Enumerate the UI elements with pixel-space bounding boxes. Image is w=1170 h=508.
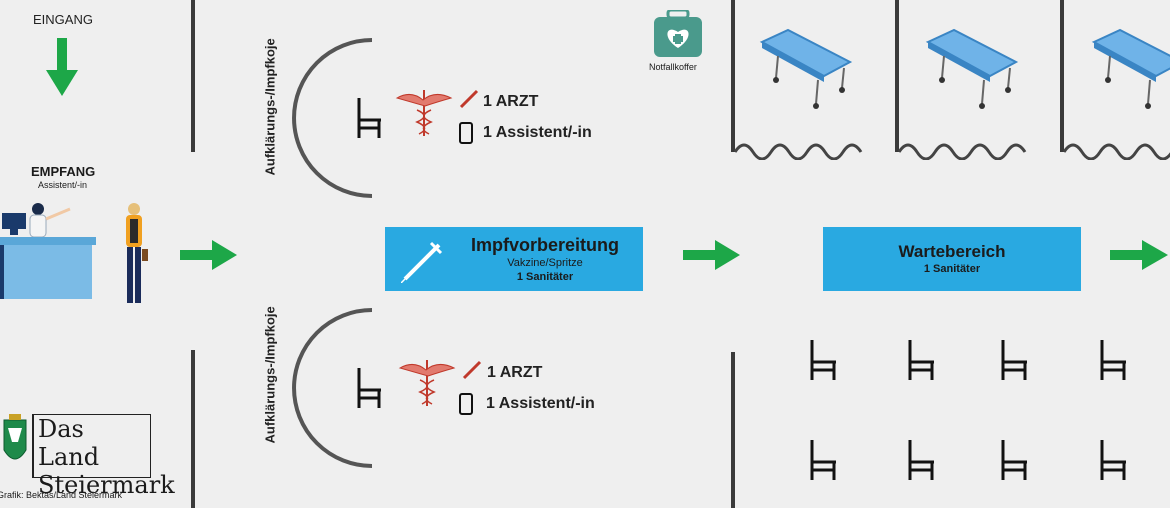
chair-icon — [1100, 340, 1126, 380]
booth-bottom-assistant: 1 Assistent/-in — [486, 395, 595, 412]
booth-bottom-curtain — [292, 308, 373, 468]
syringe-icon — [459, 89, 479, 109]
wall-bed-3-left — [1060, 0, 1064, 152]
wall-top-left — [191, 0, 195, 152]
wall-bed-2-left — [895, 0, 899, 152]
booth-top-doctor: 1 ARZT — [483, 93, 539, 110]
down-arrow-icon — [46, 38, 78, 96]
chair-icon — [1001, 440, 1027, 480]
preparation-staff: 1 Sanitäter — [516, 271, 574, 283]
caduceus-icon — [395, 90, 453, 136]
waiting-box: Wartebereich 1 Sanitäter — [823, 227, 1081, 291]
chair-icon — [810, 340, 836, 380]
preparation-title: Impfvorbereitung — [470, 235, 619, 255]
reception-title: EMPFANG — [31, 164, 96, 179]
preparation-subtitle: Vakzine/Spritze — [507, 257, 583, 269]
curtain-waves — [733, 143, 1170, 160]
caduceus-icon — [398, 360, 456, 406]
exit-arrow-icon — [1110, 240, 1168, 270]
wall-bottom-left — [191, 350, 195, 508]
logo-box: Das Land Steiermark — [32, 414, 175, 499]
emergency-kit-label: Notfallkoffer — [649, 62, 697, 72]
first-aid-kit-icon — [654, 10, 702, 57]
phone-icon — [459, 393, 473, 415]
preparation-box: Impfvorbereitung Vakzine/Spritze 1 Sanit… — [385, 227, 643, 291]
reception-desk-illustration — [0, 203, 148, 303]
coat-of-arms-icon — [3, 414, 27, 460]
logo-line-2: Steiermark — [38, 471, 175, 499]
waiting-title: Wartebereich — [898, 242, 1006, 261]
booth-top-curtain — [292, 38, 373, 198]
chair-icon — [1001, 340, 1027, 380]
stretcher-icon — [759, 28, 853, 109]
chair-icon — [1100, 440, 1126, 480]
stretcher-icon — [925, 28, 1019, 109]
wall-bottom-middle — [731, 352, 735, 508]
chair-icon — [908, 340, 934, 380]
waiting-staff: 1 Sanitäter — [923, 263, 981, 275]
syringe-icon — [462, 360, 482, 380]
entrance-label: EINGANG — [33, 12, 93, 27]
phone-icon — [459, 122, 473, 144]
credit-text: Grafik: Bektas/Land Steiermark — [0, 490, 123, 500]
logo-line-1: Das Land — [38, 415, 100, 471]
chair-icon — [357, 98, 381, 138]
booth-top-assistant: 1 Assistent/-in — [483, 124, 592, 141]
right-arrow-icon — [683, 240, 740, 270]
chair-icon — [810, 440, 836, 480]
chair-icon — [357, 368, 381, 408]
right-arrow-icon — [180, 240, 237, 270]
reception-subtitle: Assistent/-in — [38, 180, 88, 190]
wall-bed-1-left — [731, 0, 735, 152]
booth-bottom-label: Aufklärungs-/Impfkoje — [262, 306, 278, 444]
stretcher-icon — [1091, 28, 1170, 109]
syringe-icon — [401, 241, 443, 283]
booth-bottom-doctor: 1 ARZT — [487, 364, 543, 381]
chair-icon — [908, 440, 934, 480]
booth-top-label: Aufklärungs-/Impfkoje — [262, 38, 278, 176]
